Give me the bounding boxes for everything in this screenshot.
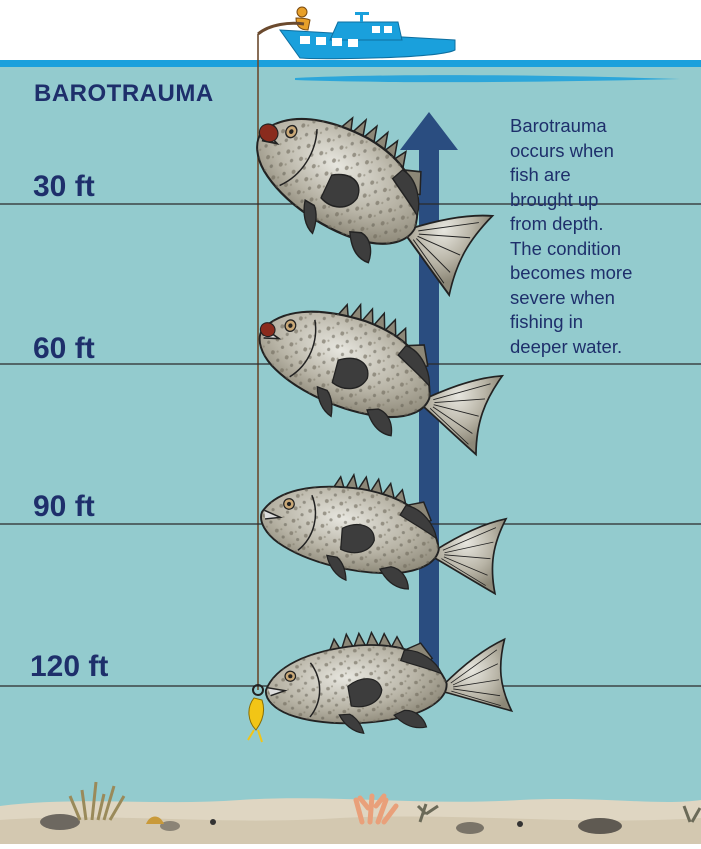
seabed [0, 798, 701, 844]
note-line: deeper water. [510, 335, 680, 360]
note-line: severe when [510, 286, 680, 311]
note-line: fishing in [510, 310, 680, 335]
note-line: fish are [510, 163, 680, 188]
depth-label-60: 60 ft [33, 332, 95, 366]
note-line: brought up [510, 188, 680, 213]
depth-label-30: 30 ft [33, 170, 95, 204]
water-surface [0, 60, 701, 67]
note-line: from depth. [510, 212, 680, 237]
page-title: BAROTRAUMA [34, 80, 214, 108]
note-line: becomes more [510, 261, 680, 286]
note-line: The condition [510, 237, 680, 262]
fisherman-icon [296, 7, 310, 30]
barotrauma-description: Barotrauma occurs when fish are brought … [510, 114, 680, 359]
note-line: Barotrauma [510, 114, 680, 139]
depth-label-120: 120 ft [30, 650, 108, 684]
note-line: occurs when [510, 139, 680, 164]
depth-label-90: 90 ft [33, 490, 95, 524]
